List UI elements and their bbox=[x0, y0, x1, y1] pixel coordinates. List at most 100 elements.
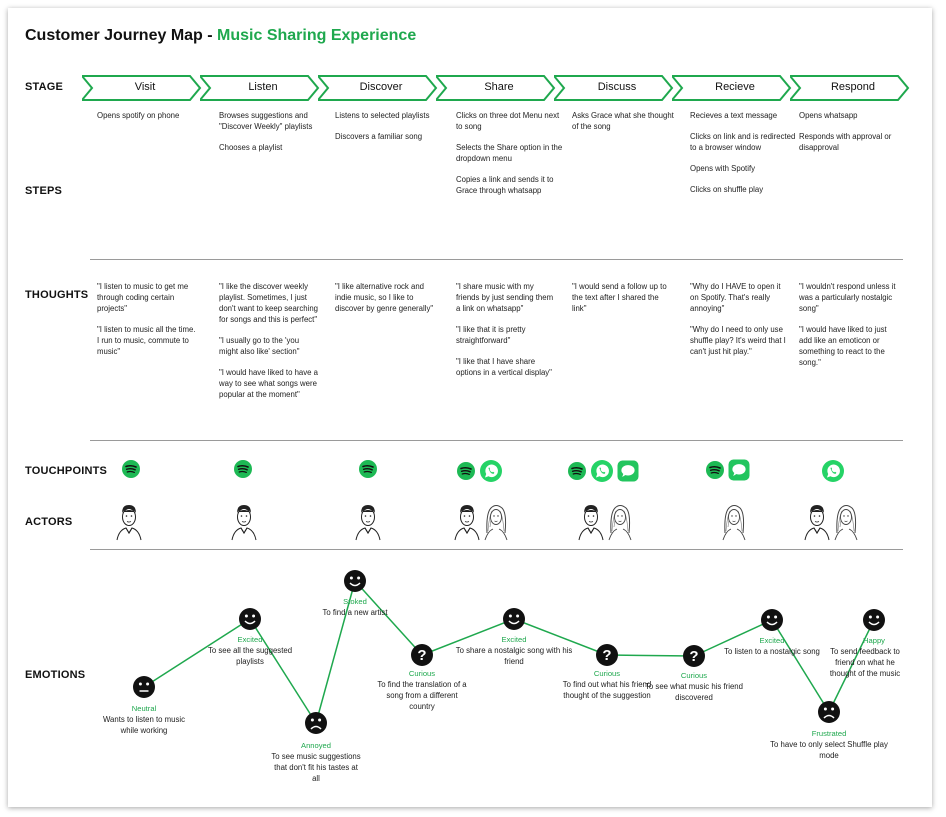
whatsapp-icon bbox=[822, 460, 844, 482]
imessage-icon bbox=[728, 459, 750, 481]
emotion-face-happy-icon bbox=[503, 608, 525, 630]
step-item: Clicks on link and is redirected to a br… bbox=[690, 132, 796, 152]
touchpoints-share bbox=[456, 459, 506, 483]
emotion-label: Frustrated bbox=[811, 729, 847, 738]
actors-discuss bbox=[578, 503, 636, 541]
emotion-face-happy-icon bbox=[239, 608, 261, 630]
emotion-description: To see music suggestions that don't fit … bbox=[271, 752, 361, 783]
step-item: Opens spotify on phone bbox=[97, 111, 180, 120]
whatsapp-icon bbox=[591, 460, 613, 482]
actors-discover bbox=[355, 503, 384, 541]
step-item: Chooses a playlist bbox=[219, 143, 283, 152]
emotion-description: To send feedback to friend on what he th… bbox=[829, 647, 901, 678]
thoughts-column-recieve: "Why do I HAVE to open it on Spotify. Th… bbox=[690, 281, 790, 367]
touchpoints-discuss bbox=[567, 459, 642, 483]
row-label-actors: ACTORS bbox=[25, 516, 73, 528]
actors-share bbox=[454, 503, 512, 541]
woman-avatar-icon bbox=[608, 505, 632, 541]
stage-label-discuss: Discuss bbox=[597, 81, 637, 93]
emotion-connector bbox=[143, 618, 251, 688]
emotion-face-question-icon: ? bbox=[683, 645, 705, 667]
man-avatar-icon bbox=[454, 505, 480, 541]
man-avatar-icon bbox=[578, 505, 604, 541]
man-avatar-icon bbox=[804, 505, 830, 541]
row-label-stage: STAGE bbox=[25, 81, 64, 93]
stage-chevron bbox=[554, 75, 674, 101]
title-accent: Music Sharing Experience bbox=[217, 27, 417, 44]
steps-column-listen: Browses suggestions and "Discover Weekly… bbox=[219, 110, 329, 163]
thought-quote: "I share music with my friends by just s… bbox=[456, 282, 554, 313]
woman-avatar-icon bbox=[834, 505, 858, 541]
stage-chevron bbox=[436, 75, 556, 101]
spotify-icon bbox=[359, 460, 377, 478]
stage-label-discover: Discover bbox=[359, 81, 403, 93]
thought-quote: "I listen to music to get me through cod… bbox=[97, 282, 189, 313]
emotion-face-question-icon: ? bbox=[596, 644, 618, 666]
thought-quote: "I like that I have share options in a v… bbox=[456, 357, 552, 377]
step-item: Opens whatsapp bbox=[799, 111, 858, 120]
thoughts-column-discover: "I like alternative rock and indie music… bbox=[335, 281, 435, 324]
emotion-face-happy-icon bbox=[761, 609, 783, 631]
divider bbox=[90, 549, 903, 550]
emotion-face-question-icon: ? bbox=[411, 644, 433, 666]
row-label-touchpoints: TOUCHPOINTS bbox=[25, 465, 108, 477]
svg-text:?: ? bbox=[602, 647, 611, 664]
stage-label-recieve: Recieve bbox=[715, 81, 755, 93]
step-item: Recieves a text message bbox=[690, 111, 778, 120]
woman-avatar-icon bbox=[484, 505, 508, 541]
touchpoints-recieve bbox=[705, 459, 753, 483]
emotion-label: Excited bbox=[501, 635, 527, 644]
step-item: Browses suggestions and "Discover Weekly… bbox=[219, 111, 313, 131]
thought-quote: "Why do I HAVE to open it on Spotify. Th… bbox=[690, 282, 781, 313]
man-avatar-icon bbox=[231, 505, 257, 541]
svg-text:?: ? bbox=[417, 647, 426, 664]
spotify-icon bbox=[457, 462, 475, 480]
spotify-icon bbox=[122, 460, 140, 478]
stage-chevron bbox=[672, 75, 792, 101]
emotion-connector bbox=[354, 580, 423, 656]
emotion-description: To share a nostalgic song with his frien… bbox=[455, 646, 573, 666]
thought-quote: "I usually go to the 'you might also lik… bbox=[219, 336, 300, 356]
divider bbox=[90, 440, 903, 441]
stage-label-listen: Listen bbox=[248, 81, 278, 93]
emotion-connector bbox=[606, 654, 695, 657]
step-item: Clicks on shuffle play bbox=[690, 185, 764, 194]
stage-chevron bbox=[318, 75, 438, 101]
steps-column-visit: Opens spotify on phone bbox=[97, 110, 207, 131]
thoughts-column-visit: "I listen to music to get me through cod… bbox=[97, 281, 197, 367]
emotion-face-neutral-icon bbox=[133, 676, 155, 698]
emotion-description: To find a new artist bbox=[322, 608, 388, 617]
step-item: Selects the Share option in the dropdown… bbox=[456, 143, 563, 163]
emotion-connector bbox=[693, 619, 773, 657]
thought-quote: "I like alternative rock and indie music… bbox=[335, 282, 434, 313]
stage-label-visit: Visit bbox=[134, 81, 156, 93]
emotion-face-sad-icon bbox=[305, 712, 327, 734]
actors-respond bbox=[804, 503, 862, 541]
step-item: Opens with Spotify bbox=[690, 164, 756, 173]
step-item: Clicks on three dot Menu next to song bbox=[456, 111, 560, 131]
thought-quote: "I listen to music all the time. I run t… bbox=[97, 325, 196, 356]
emotion-description: To find the translation of a song from a… bbox=[377, 680, 467, 711]
thought-quote: "Why do I need to only use shuffle play?… bbox=[690, 325, 786, 356]
step-item: Listens to selected playlists bbox=[335, 111, 430, 120]
man-avatar-icon bbox=[355, 505, 381, 541]
emotion-connector bbox=[513, 618, 608, 656]
touchpoints-respond bbox=[821, 459, 848, 483]
emotion-face-happy-icon bbox=[344, 570, 366, 592]
touchpoints-visit bbox=[121, 459, 144, 483]
thoughts-column-listen: "I like the discover weekly playlist. So… bbox=[219, 281, 319, 410]
svg-text:?: ? bbox=[689, 648, 698, 665]
emotion-label: Annoyed bbox=[301, 741, 331, 750]
emotion-description: Wants to listen to music while working bbox=[102, 715, 186, 735]
thoughts-column-share: "I share music with my friends by just s… bbox=[456, 281, 556, 388]
stage-label-share: Share bbox=[484, 81, 514, 93]
emotion-description: To have to only select Shuffle play mode bbox=[770, 740, 888, 760]
imessage-icon bbox=[617, 460, 639, 482]
thought-quote: "I would have liked to have a way to see… bbox=[219, 368, 318, 399]
thought-quote: "I would have liked to just add like an … bbox=[799, 325, 887, 367]
touchpoints-discover bbox=[358, 459, 381, 483]
